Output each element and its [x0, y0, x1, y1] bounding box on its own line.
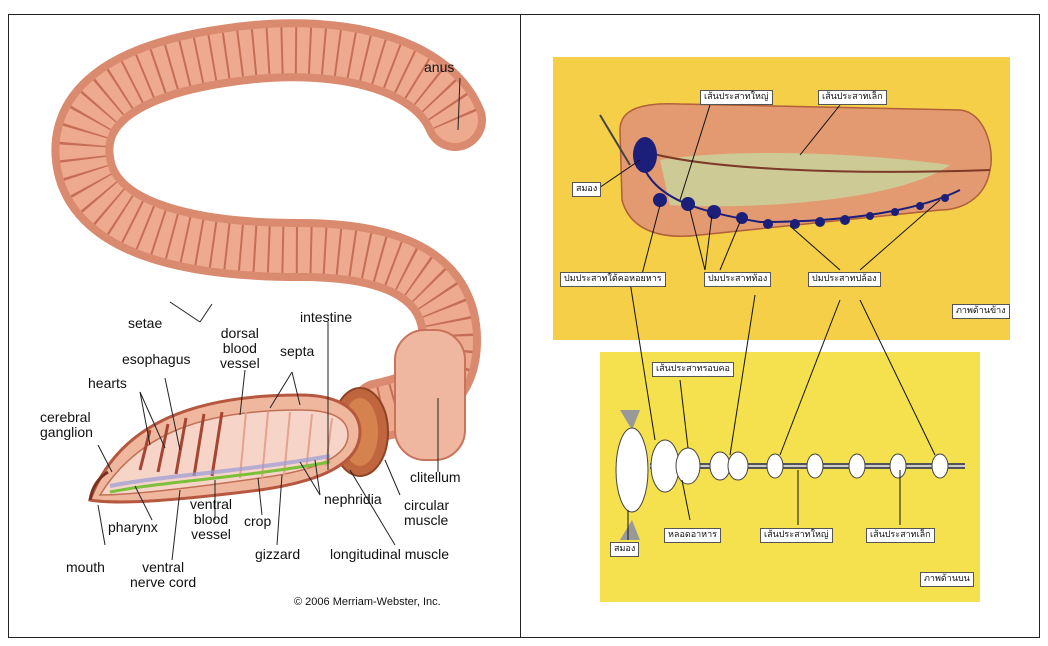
label-side-view: ภาพด้านข้าง	[952, 304, 1010, 319]
label-ganglion-segment: ปมประสาทปล้อง	[808, 272, 881, 287]
label-nerve-ring: เส้นประสาทรอบคอ	[652, 362, 734, 377]
label-ganglion-ventral: ปมประสาทท้อง	[704, 272, 771, 287]
label-big-nerve-bottom: เส้นประสาทใหญ่	[760, 528, 833, 543]
label-top-view: ภาพด้านบน	[920, 572, 974, 587]
label-brain-top: สมอง	[572, 182, 601, 197]
label-pharynx-ganglion: หลอดอาหาร	[664, 528, 721, 543]
label-small-nerve-bottom: เส้นประสาทเล็ก	[866, 528, 935, 543]
label-brain-bottom: สมอง	[610, 542, 639, 557]
label-small-nerve-top: เส้นประสาทเล็ก	[818, 90, 887, 105]
label-big-nerve-top: เส้นประสาทใหญ่	[700, 90, 773, 105]
label-ganglion-pharynx: ปมประสาทใต้คอหอยหาร	[560, 272, 666, 287]
